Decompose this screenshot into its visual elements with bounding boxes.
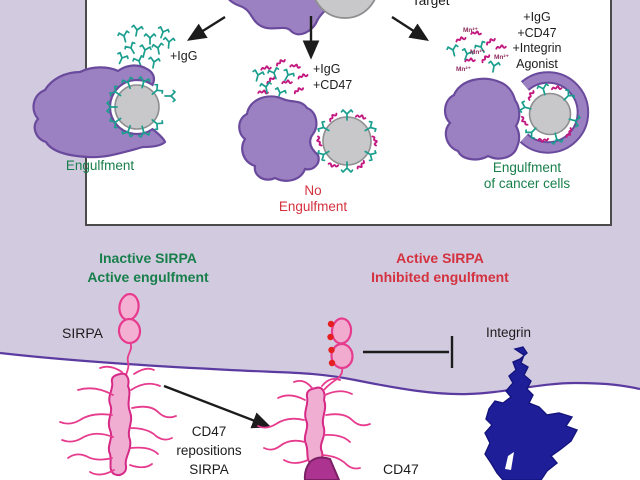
inhibition-bar	[363, 336, 454, 368]
cancer-bead	[528, 92, 572, 136]
condition-integrin-agonist-labels: +IgG +CD47 +Integrin Agonist	[487, 10, 587, 72]
igg-icon	[162, 36, 176, 50]
mn-ion-label: Mn²⁺	[463, 27, 478, 34]
target-label: Target	[412, 0, 450, 8]
sirpa-cytoskeleton	[303, 386, 327, 466]
condition-line: Agonist	[516, 56, 558, 71]
phosphorylation-dots	[327, 320, 336, 367]
cd47-label: CD47	[383, 461, 419, 477]
igg-icon	[250, 68, 266, 84]
sirpa-filaments	[257, 377, 371, 470]
macrophage-engulfing-cancer	[444, 77, 521, 161]
mn-ion-label: Mn²⁺	[456, 66, 471, 73]
cd47-icon	[520, 115, 529, 127]
condition-igg-label: +IgG	[170, 49, 198, 63]
integrin-molecule	[484, 346, 579, 480]
integrin-group	[484, 346, 579, 480]
branch-right-group	[444, 28, 590, 161]
igg-icon	[146, 56, 161, 70]
igg-icon	[123, 40, 140, 57]
integrin-label: Integrin	[486, 325, 532, 340]
macrophage-engulfing	[32, 64, 167, 159]
cd47-icon	[316, 135, 323, 147]
condition-line: +CD47	[313, 77, 353, 92]
inactive-sirpa-group	[59, 292, 177, 476]
condition-line: +IgG	[523, 10, 551, 24]
cd47-repositions-label: CD47 repositions SIRPA	[176, 424, 242, 477]
condition-line: +CD47	[517, 25, 557, 40]
cd47-icon	[525, 89, 537, 101]
branch-middle-group	[238, 58, 378, 182]
sirpa-domain	[330, 317, 353, 345]
macrophage-cell	[228, 0, 336, 36]
sirpa-filaments	[59, 365, 177, 476]
branch-left-group	[32, 24, 176, 159]
phagocytic-cup	[521, 73, 588, 152]
result-engulfment-cancer-label: Engulfment of cancer cells	[483, 160, 571, 191]
arrow-right	[391, 15, 430, 41]
cd47-icon	[297, 73, 309, 80]
cd47-molecule	[303, 456, 341, 480]
integrin-notch	[505, 452, 514, 470]
igg-icon	[164, 89, 176, 103]
condition-igg-cd47-labels: +IgG +CD47	[313, 62, 352, 93]
sirpa-label: SIRPA	[62, 325, 103, 341]
igg-icon	[445, 43, 461, 59]
macrophage-idle	[238, 95, 320, 182]
igg-icon	[129, 24, 144, 38]
sirpa-domain	[330, 342, 354, 370]
igg-icon	[143, 33, 157, 45]
active-sirpa-group	[257, 317, 371, 480]
igg-icon	[137, 43, 153, 59]
arrow-left	[186, 15, 226, 41]
cd47-icon	[293, 86, 305, 95]
repositioning-arrow	[163, 384, 272, 429]
igg-icon	[113, 51, 130, 67]
cd47-icon	[274, 58, 287, 67]
sirpa-cytoskeleton	[107, 372, 133, 476]
condition-line: +IgG	[313, 62, 341, 76]
mn-ion-label: Mn²⁺	[494, 54, 509, 61]
cd47-icon	[281, 78, 294, 87]
igg-icon	[154, 25, 171, 41]
top-center-group	[186, 0, 430, 60]
sirpa-domain	[118, 292, 140, 322]
result-engulfment-label: Engulfment	[65, 158, 135, 173]
membrane-line	[0, 351, 640, 396]
condition-line: +Integrin	[512, 41, 562, 55]
engulfed-bead	[114, 84, 160, 130]
sirpa-domain	[117, 317, 142, 345]
mn-ion-label: Mn²⁺	[470, 49, 485, 56]
igg-icon	[116, 29, 132, 45]
coated-bead	[322, 116, 372, 166]
result-no-engulfment-label: No Engulfment	[278, 183, 348, 214]
cd47-icon	[371, 135, 378, 147]
cd47-icon	[289, 61, 302, 72]
target-bead	[314, 0, 376, 19]
igg-icon	[151, 42, 166, 56]
cd47-icon	[455, 36, 467, 43]
inactive-sirpa-heading: Inactive SIRPA Active engulfment	[87, 250, 209, 285]
cd47-icon	[464, 56, 477, 65]
active-sirpa-heading: Active SIRPA Inhibited engulfment	[371, 250, 509, 285]
